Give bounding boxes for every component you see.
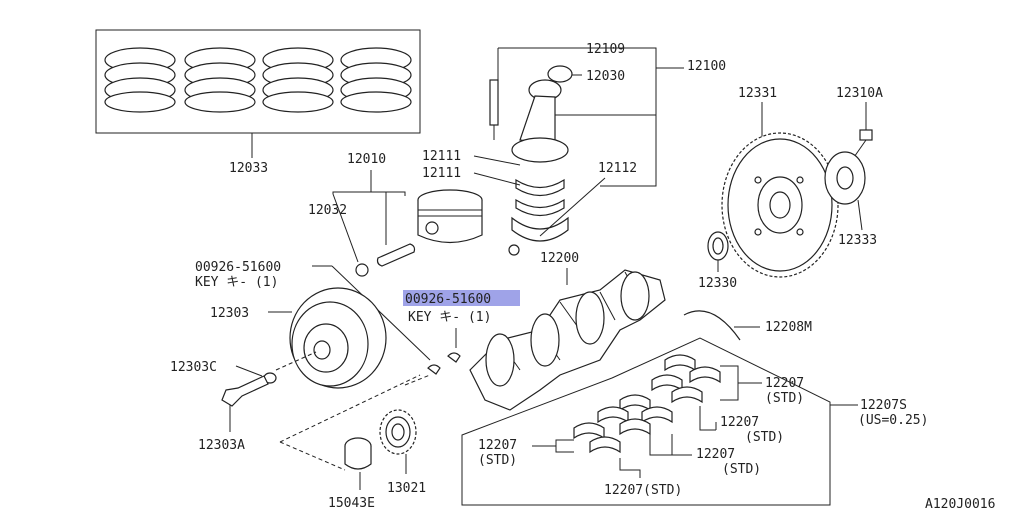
pilot-bushing: [344, 437, 372, 470]
label-key-mid: 00926-51600: [405, 292, 491, 307]
label-main-bearing-3-sub: (STD): [722, 462, 761, 477]
label-rod-bearing-lower: 12111: [422, 166, 461, 181]
label-main-bearing-set: 12207S: [860, 398, 907, 413]
label-main-bearing-1-sub: (STD): [765, 391, 804, 406]
label-main-bearing-2-sub: (STD): [745, 430, 784, 445]
label-pulley: 12303: [210, 306, 249, 321]
label-main-bearing-2: 12207: [720, 415, 759, 430]
rear-oil-seal: [707, 231, 729, 261]
label-rod-bolt: 12109: [586, 42, 625, 57]
label-main-bearing-3: 12207: [696, 447, 735, 462]
label-flywheel-bolt: 12310A: [836, 86, 883, 101]
label-flywheel: 12331: [738, 86, 777, 101]
snap-ring: [355, 263, 369, 277]
main-bearings: [573, 354, 721, 454]
label-key-top: 00926-51600: [195, 260, 281, 275]
label-rod-cap-bolt: 12112: [598, 161, 637, 176]
flywheel: [721, 132, 839, 278]
label-key-top-desc: KEY キ- (1): [195, 275, 278, 290]
label-main-bearing-1: 12207: [765, 376, 804, 391]
label-thrust-washer: 12208M: [765, 320, 812, 335]
rod-bolt: [489, 79, 499, 140]
label-reinforcement: 12333: [838, 233, 877, 248]
label-rod-bearing-upper: 12111: [422, 149, 461, 164]
label-ring-set: 12033: [229, 161, 268, 176]
piston-pin: [376, 243, 416, 267]
rod-bearing-lower: [515, 198, 565, 217]
label-key-mid-desc: KEY キ- (1): [408, 310, 491, 325]
label-pilot-bushing: 15043E: [328, 496, 375, 511]
label-main-bearing-4-sub: (STD): [478, 453, 517, 468]
label-main-bearing-5: 12207(STD): [604, 483, 682, 498]
woodruff-keys: [427, 352, 461, 375]
reinforcement-plate: [824, 151, 866, 205]
label-main-bearing-4: 12207: [478, 438, 517, 453]
label-pulley-washer: 12303C: [170, 360, 217, 375]
label-crankshaft: 12200: [540, 251, 579, 266]
connecting-rod: [511, 79, 569, 163]
label-pulley-bolt: 12303A: [198, 438, 245, 453]
rod-nut: [547, 65, 573, 83]
label-rod-assy: 12100: [687, 59, 726, 74]
label-rod-nut: 12030: [586, 69, 625, 84]
crank-sprocket: [379, 409, 417, 455]
pulley-bolt: [221, 375, 269, 407]
rod-cap: [508, 216, 569, 256]
label-oil-seal: 12330: [698, 276, 737, 291]
label-snap-ring: 12032: [308, 203, 347, 218]
highlighted-part-number: [403, 290, 520, 306]
ring-set-box: [95, 29, 421, 134]
label-piston: 12010: [347, 152, 386, 167]
crankshaft: [420, 269, 666, 416]
diagram-code: A120J0016: [925, 497, 995, 511]
main-bearing-box: [461, 337, 831, 506]
piston: [417, 189, 483, 244]
piston-rings: [104, 47, 412, 113]
rod-bearing-upper: [515, 178, 565, 197]
label-main-bearing-set-sub: (US=0.25): [858, 413, 928, 428]
label-sprocket: 13021: [387, 481, 426, 496]
thrust-washer: [683, 310, 741, 341]
crank-pulley: [289, 287, 387, 389]
